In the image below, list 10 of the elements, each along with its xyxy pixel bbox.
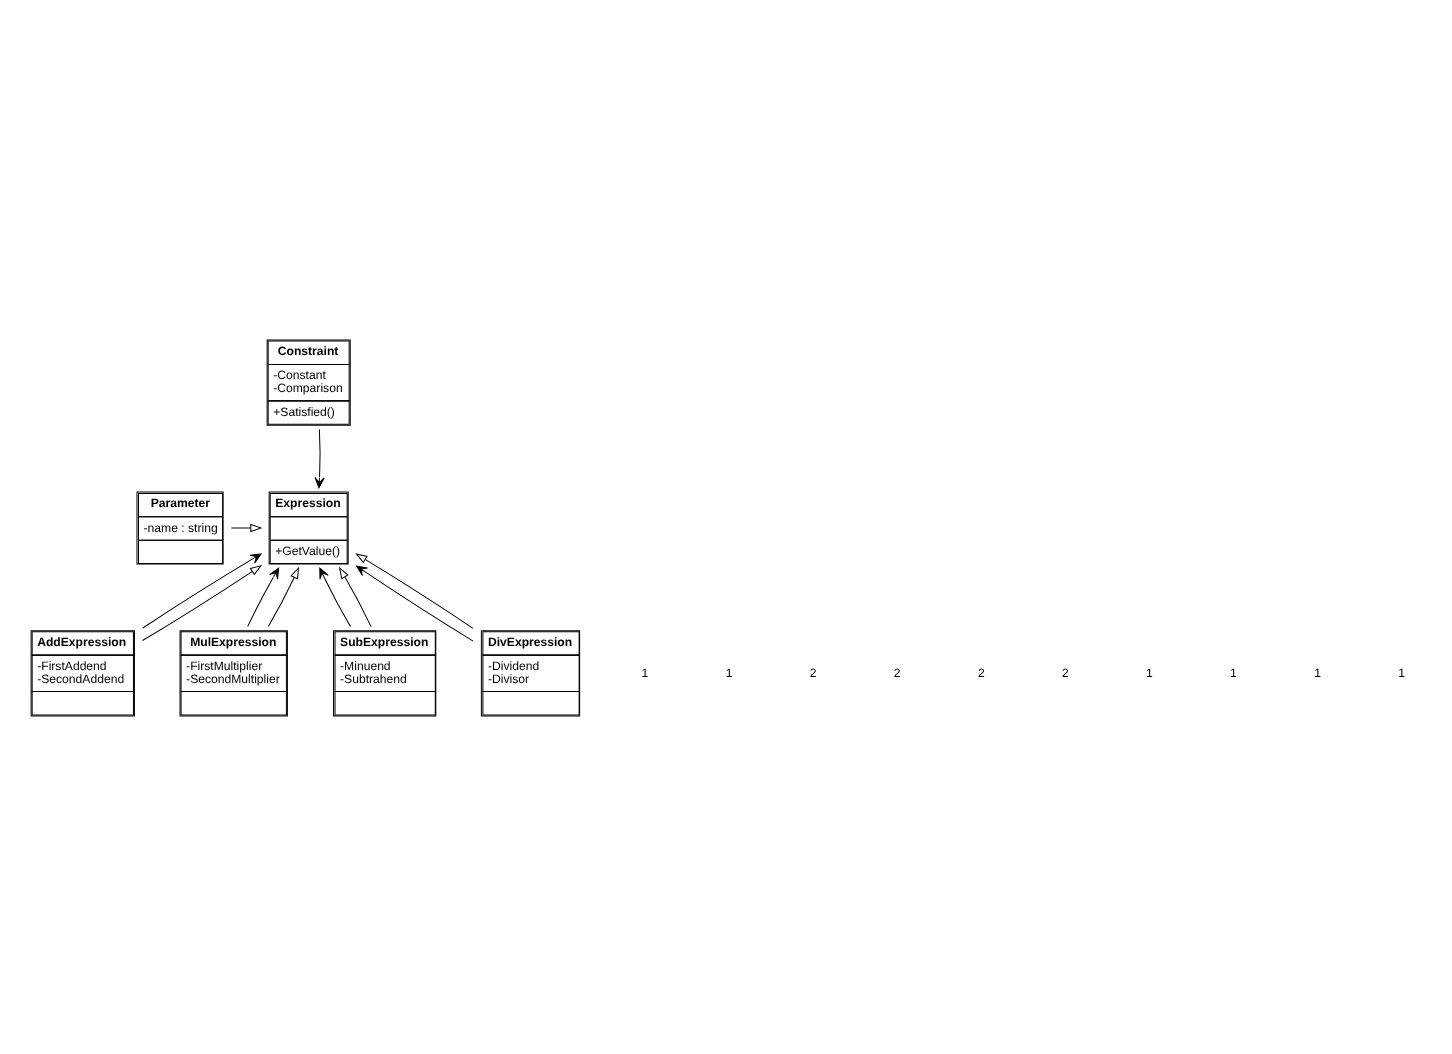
arrow (319, 566, 351, 627)
arrow (267, 565, 300, 627)
arrow (247, 566, 280, 627)
arrow (314, 427, 325, 488)
arrow (356, 564, 474, 641)
arrow (142, 552, 262, 628)
arrow (230, 522, 263, 532)
arrow (338, 565, 372, 627)
arrow (355, 552, 474, 628)
arrow (142, 563, 263, 641)
